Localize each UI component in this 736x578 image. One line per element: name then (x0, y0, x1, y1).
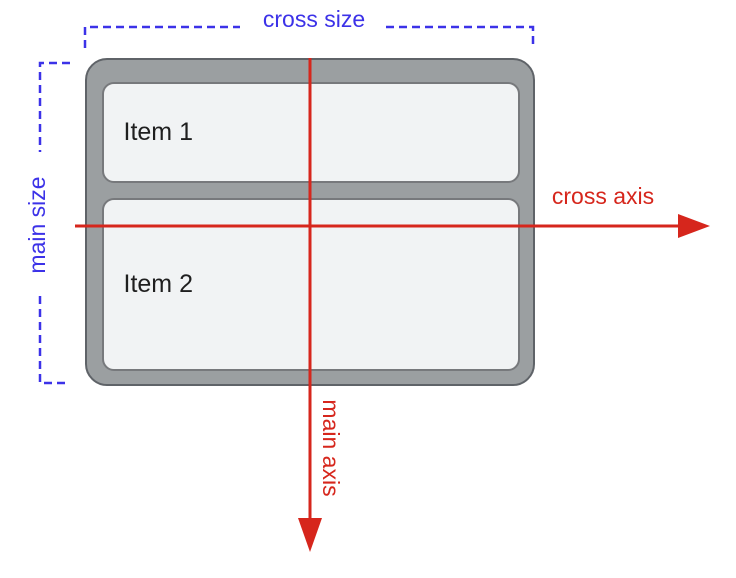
flex-item-1-label: Item 1 (123, 117, 193, 146)
main-size-bracket-top (38, 61, 70, 152)
cross-size-bracket-right (386, 25, 535, 48)
flex-item-1: Item 1 (101, 81, 520, 183)
flex-container: Item 1 Item 2 (85, 58, 535, 386)
cross-size-label: cross size (262, 6, 366, 32)
cross-size-bracket-left (83, 25, 240, 48)
cross-axis-arrowhead-icon (678, 214, 710, 238)
main-size-bracket-bottom (38, 296, 70, 385)
flex-item-2: Item 2 (101, 197, 520, 371)
main-axis-label: main axis (318, 399, 344, 497)
main-size-label: main size (24, 176, 50, 274)
cross-axis-label: cross axis (551, 183, 655, 209)
flex-item-2-label: Item 2 (123, 269, 193, 298)
main-axis-arrowhead-icon (298, 518, 322, 552)
